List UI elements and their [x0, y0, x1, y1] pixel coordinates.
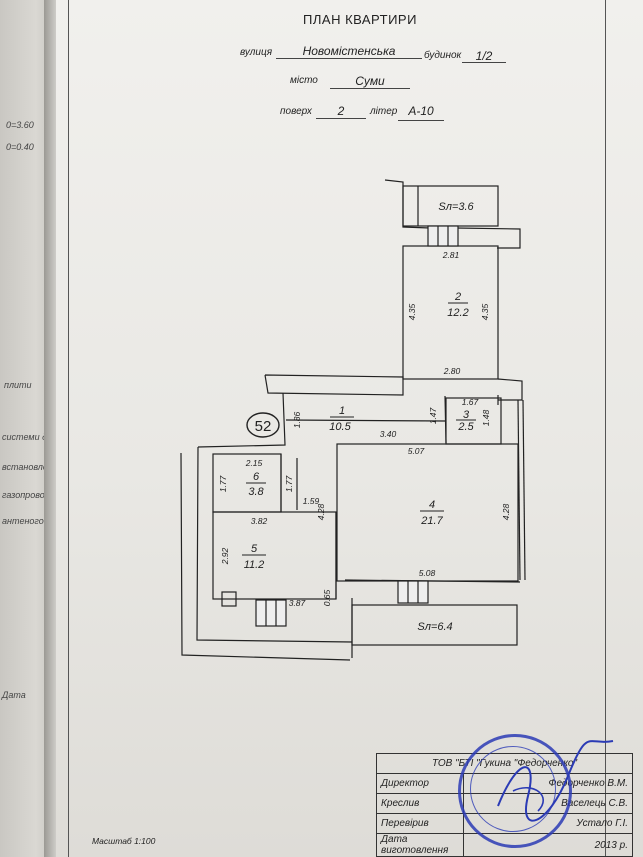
room-4-outline: [336, 443, 519, 582]
building-label: будинок: [424, 50, 462, 61]
title-block-role: Перевірив: [376, 813, 464, 834]
dimension-label: 3.87: [289, 598, 306, 608]
building-value: 1/2: [475, 49, 493, 63]
wall: [285, 419, 446, 422]
street-label: вулиця: [240, 47, 273, 58]
wall: [517, 399, 521, 581]
official-stamp: [458, 734, 572, 848]
dimension-label: 2.81: [442, 250, 460, 260]
dimension-label: 3.40: [380, 429, 397, 439]
floor-underline: [316, 118, 366, 119]
dimension-label: 5.07: [408, 446, 425, 456]
room-3-number: 3: [463, 409, 470, 421]
balcony-top-area: Sл=3.6: [438, 201, 474, 213]
radiator-symbol: [221, 591, 237, 607]
dimension-label: 1.48: [481, 409, 491, 426]
balcony-bottom-area: Sл=6.4: [417, 621, 452, 633]
sheet-frame: [68, 0, 606, 857]
dimension-label: 5.08: [419, 568, 436, 578]
plan-sheet: [56, 0, 643, 857]
title-block-role: Дата виготовлення: [376, 833, 464, 857]
room-6-number: 6: [253, 471, 260, 483]
dimension-label: 1.77: [218, 475, 228, 492]
official-stamp-inner: [470, 746, 556, 832]
wall: [497, 378, 523, 401]
apartment-number: 52: [255, 418, 272, 435]
window-room-5: [255, 599, 287, 627]
wall: [197, 392, 286, 448]
wall: [196, 446, 353, 643]
left-fragment: 0=3.60: [6, 120, 34, 130]
city-value: Суми: [355, 74, 385, 88]
letter-underline: [398, 120, 444, 121]
left-fragment: 0=0.40: [6, 142, 34, 152]
dimension-label: 2.80: [443, 366, 461, 376]
left-fragment: встановлених: [2, 462, 63, 472]
room-5-number: 5: [251, 543, 258, 555]
dimension-label: 1.77: [284, 475, 294, 492]
left-fragment: антеного: [2, 516, 44, 526]
room-2-area: 12.2: [447, 307, 468, 319]
left-fragment: плити: [4, 380, 32, 390]
signature: [497, 740, 614, 822]
window-top: [427, 225, 459, 247]
room-5-area: 11.2: [244, 559, 265, 571]
wall: [344, 579, 521, 583]
room-4-area: 21.7: [420, 515, 443, 527]
dimension-label: 0.65: [322, 589, 332, 606]
wall: [522, 399, 526, 581]
dimension-label: 4.35: [407, 303, 417, 320]
dimension-label: 3.82: [251, 516, 268, 526]
dimension-label: 4.28: [501, 503, 511, 520]
room-1-area: 10.5: [329, 421, 351, 433]
city-underline: [330, 88, 410, 89]
walls: [180, 179, 526, 661]
scale-label: Масштаб 1:100: [92, 836, 156, 846]
room-4-number: 4: [429, 499, 435, 511]
dimension-label: 1.86: [292, 411, 302, 428]
left-fragment: Дата: [2, 690, 26, 700]
dimension-label: 4.35: [480, 303, 490, 320]
dimension-label: 1.47: [428, 407, 438, 424]
dimension-label: 2.15: [245, 458, 263, 468]
dimension-label: 4.28: [316, 503, 326, 520]
wall: [455, 227, 521, 249]
page-title: ПЛАН КВАРТИРИ: [303, 12, 417, 27]
city-label: місто: [290, 75, 318, 86]
wall: [264, 374, 404, 396]
building-underline: [462, 62, 506, 63]
street-underline: [276, 58, 422, 59]
room-3-area: 2.5: [457, 421, 474, 433]
dimension-label: 1.59: [303, 496, 320, 506]
apartment-number-circle: [246, 412, 280, 438]
title-block-role: Креслив: [376, 793, 464, 814]
dimension-label: 1.67: [462, 397, 479, 407]
room-6-area: 3.8: [248, 486, 264, 498]
wall: [180, 452, 351, 661]
title-block-role: Директор: [376, 773, 464, 794]
letter-value: А-10: [408, 104, 434, 118]
room-5-outline: [212, 511, 337, 600]
floor-value: 2: [337, 104, 345, 118]
floor-label: поверх: [280, 106, 312, 117]
window-bottom: [397, 580, 429, 604]
street-value: Новомістенська: [302, 44, 396, 58]
letter-label: літер: [370, 106, 398, 117]
room-1-number: 1: [339, 405, 345, 417]
wall: [384, 179, 431, 229]
left-fragment: газопровод: [2, 490, 50, 500]
dimension-label: 2.92: [220, 547, 230, 565]
room-2-number: 2: [454, 291, 461, 303]
